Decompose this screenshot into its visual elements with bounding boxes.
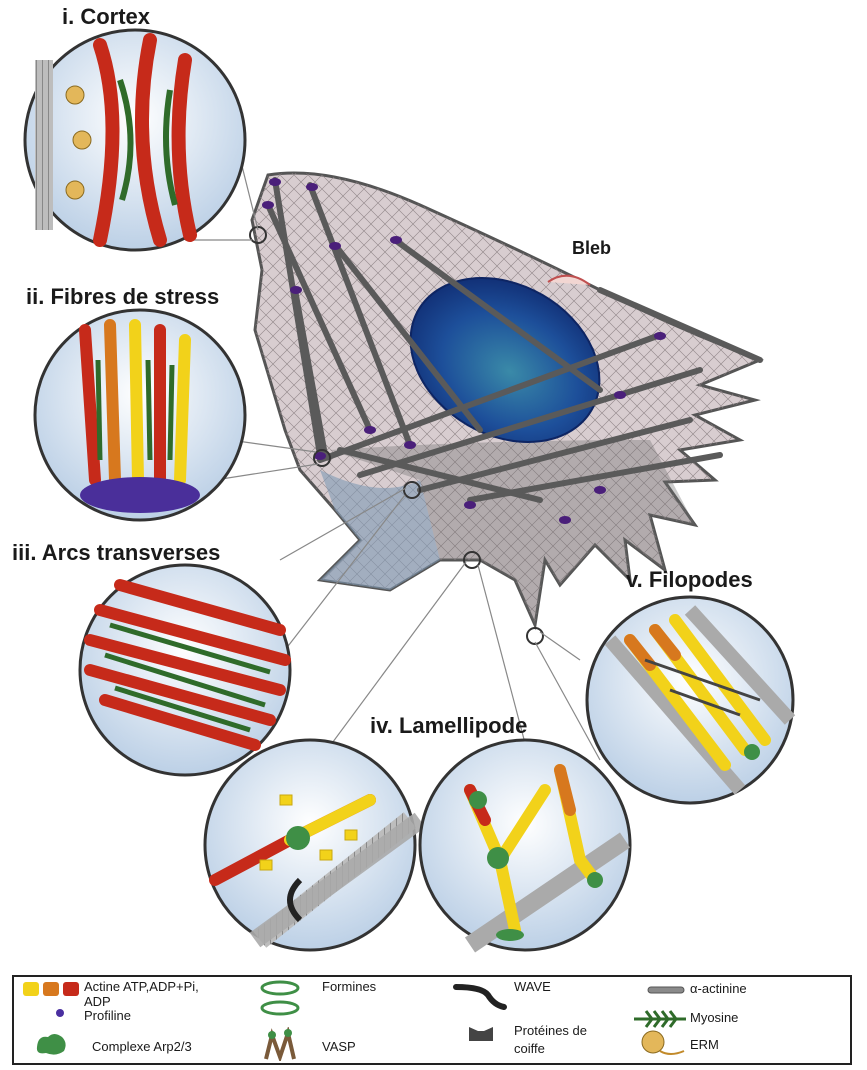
lens-cortex [25, 30, 245, 250]
lens-lamellipode-right [420, 740, 630, 950]
myosin-icon [632, 1007, 688, 1031]
label-filopodes: v. Filopodes [626, 567, 753, 593]
label-lamellipode: iv. Lamellipode [370, 713, 527, 739]
legend-coiffe-1: Protéines de [514, 1023, 587, 1038]
lens-lamellipode-left [205, 740, 420, 950]
label-stress-fibres: ii. Fibres de stress [26, 284, 219, 310]
legend-vasp: VASP [322, 1039, 356, 1054]
label-cortex: i. Cortex [62, 4, 150, 30]
profilin-dot-icon [54, 1007, 66, 1019]
label-transverse-arcs: iii. Arcs transverses [12, 540, 220, 566]
legend-formines: Formines [322, 979, 376, 994]
legend: Actine ATP,ADP+Pi, ADP Profiline Complex… [12, 975, 852, 1065]
capping-protein-icon [466, 1023, 496, 1045]
vasp-icon [260, 1027, 300, 1061]
legend-adp: ADP [84, 994, 111, 1009]
formin-ring-icon [258, 979, 304, 1019]
arp23-complex-icon [34, 1029, 70, 1057]
cytoskeleton-diagram [0, 0, 867, 975]
erm-icon [640, 1029, 686, 1059]
legend-actinine: α-actinine [690, 981, 747, 996]
lens-transverse-arcs [80, 565, 290, 775]
lens-filopodes [587, 597, 793, 803]
legend-arp: Complexe Arp2/3 [92, 1039, 192, 1054]
wave-icon [452, 981, 508, 1011]
alpha-actinin-icon [646, 985, 686, 995]
legend-wave: WAVE [514, 979, 551, 994]
legend-coiffe-2: coiffe [514, 1041, 545, 1056]
legend-actine: Actine ATP,ADP+Pi, [84, 979, 199, 994]
label-bleb: Bleb [572, 238, 611, 259]
legend-myosine: Myosine [690, 1010, 738, 1025]
legend-profiline: Profiline [84, 1008, 131, 1023]
lens-stress-fibres [35, 310, 245, 520]
actin-monomer-icon [22, 979, 82, 999]
legend-erm: ERM [690, 1037, 719, 1052]
